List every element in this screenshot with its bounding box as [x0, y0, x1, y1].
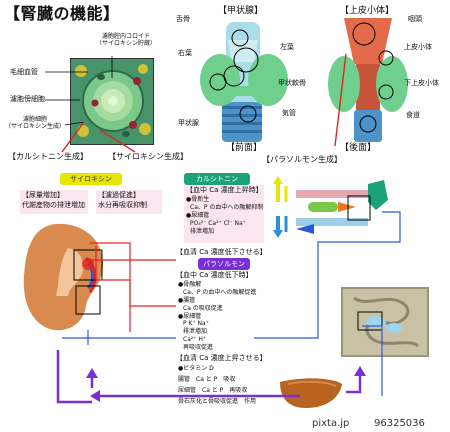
calcitonin-effects: 【血中 Ca 濃度上昇時】 ●骨新生 Ca、P の血中への融解抑制 ●尿細管 P… — [184, 185, 264, 243]
thyroid-illustration — [200, 22, 288, 142]
calcitonin-effects-header: 【血中 Ca 濃度上昇時】 — [186, 186, 263, 194]
pill-calcitonin: カルシトニン — [184, 173, 250, 185]
thyroxine-effect-right: 【濾過促進】 水分再吸収抑制 — [96, 190, 162, 214]
label-capillary: 毛細血管 — [10, 68, 38, 76]
watermark-site: pixta.jp — [312, 418, 350, 429]
vitd-effect-item: ●ビタミン D — [178, 365, 214, 372]
caption-calcitonin: 【カルシトニン生成】 — [8, 152, 88, 161]
page-title: 【腎臓の機能】 — [4, 4, 120, 23]
vitd-effect-item: 骨石灰化と骨吸収促進 作用 — [178, 397, 257, 405]
pth-effect-item: ●尿細管 — [178, 312, 202, 320]
parathyroid-label-pharynx: 咽頭 — [408, 15, 422, 23]
calcitonin-effect-item: Ca、P の血中への融解抑制 — [190, 203, 264, 211]
pth-effect-item: 排泄増加 — [183, 328, 208, 336]
pill-parathormone: パラソルモン — [198, 258, 250, 270]
thyroid-caption-front: 【前面】 — [226, 143, 263, 153]
watermark-id: 96325036 — [374, 418, 425, 429]
pth-effect-item: Ca²⁺ H⁺ — [183, 336, 207, 344]
label-colloid: 濾胞腔内コロイド （サイロキシン貯蔵） — [95, 33, 156, 47]
calcitonin-bone-diagram — [273, 176, 388, 238]
parathyroid-label-upper: 上皮小体 — [404, 43, 432, 51]
pth-effect-item: Ca の吸収促進 — [183, 304, 223, 312]
pth-effect-item: ●腸管 — [178, 296, 196, 304]
pth-header-a: 【血清 Ca 濃度低下させる】 — [176, 248, 267, 256]
parathyroid-title: 【上皮小体】 — [340, 6, 395, 16]
pth-effect-item: P K⁺ Na⁺ — [183, 320, 209, 328]
vitd-effects-list: ●ビタミン D 腸管 Ca と P 吸収 尿細管 Ca と P 再吸収 骨石灰化… — [178, 365, 288, 406]
kidney-illustration — [23, 223, 104, 331]
pth-effect-item: Ca、P の血中への融解促進 — [183, 288, 257, 296]
calcitonin-effect-item: PO₄²⁻ Ca²⁺ Cl⁻ Na⁺ — [190, 219, 246, 227]
pth-header-b: 【血中 Ca 濃度低下時】 — [176, 271, 253, 279]
label-parafollicular: 濾胞傍細胞 — [10, 95, 45, 103]
pth-effects-list: ●骨融解 Ca、P の血中への融解促進 ●腸管 Ca の吸収促進 ●尿細管 P … — [178, 281, 278, 352]
label-follicular: 濾胞細胞 （サイロキシン生成） — [4, 116, 65, 130]
caption-parathormone: 【パラソルモン生成】 — [262, 155, 342, 164]
intestine-illustration — [341, 287, 429, 357]
caption-thyroxine: 【サイロキシン生成】 — [108, 152, 188, 161]
thyroxine-effect-left-text: 代謝産物の排泄増加 — [22, 201, 85, 209]
thyroxine-effect-right-text: 水分再吸収抑制 — [98, 201, 147, 209]
thyroxine-effect-left-title: 【尿量増加】 — [22, 191, 64, 199]
calcitonin-effect-item: ●骨新生 — [186, 196, 210, 203]
vitd-header: 【血清 Ca 濃度上昇させる】 — [176, 354, 267, 362]
pth-effect-item: 再吸収促進 — [183, 344, 214, 352]
pill-thyroxine: サイロキシン — [60, 173, 122, 185]
vitd-effect-item: 尿細管 Ca と P 再吸収 — [178, 386, 248, 394]
thyroid-label-hyoid: 舌骨 — [176, 15, 190, 23]
thyroid-title: 【甲状腺】 — [218, 6, 264, 16]
vitd-effect-item: 腸管 Ca と P 吸収 — [178, 375, 236, 383]
parathyroid-label-lower: 下上皮小体 — [404, 79, 439, 87]
pth-effect-item: ●骨融解 — [178, 281, 202, 288]
thyroid-label-gland: 甲状腺 — [178, 119, 199, 127]
thyroid-label-left-lobe: 左葉 — [280, 43, 294, 51]
histology-panel — [70, 58, 154, 145]
thyroid-label-cartilage: 甲状軟骨 — [278, 79, 306, 87]
parathyroid-caption-back: 【後面】 — [340, 143, 377, 153]
thyroid-label-trachea: 気管 — [282, 109, 296, 117]
parathyroid-illustration — [328, 18, 408, 146]
thyroxine-effect-left: 【尿量増加】 代謝産物の排泄増加 — [20, 190, 88, 214]
thyroxine-effect-right-title: 【濾過促進】 — [98, 191, 140, 199]
calcitonin-effect-item: ●尿細管 — [186, 211, 210, 219]
follicle-illustration — [71, 59, 153, 144]
calcitonin-effect-item: 排泄増加 — [190, 227, 215, 235]
parathyroid-label-esophagus: 食道 — [406, 111, 420, 119]
liver-illustration — [280, 378, 342, 408]
thyroid-label-right-lobe: 右葉 — [178, 49, 192, 57]
